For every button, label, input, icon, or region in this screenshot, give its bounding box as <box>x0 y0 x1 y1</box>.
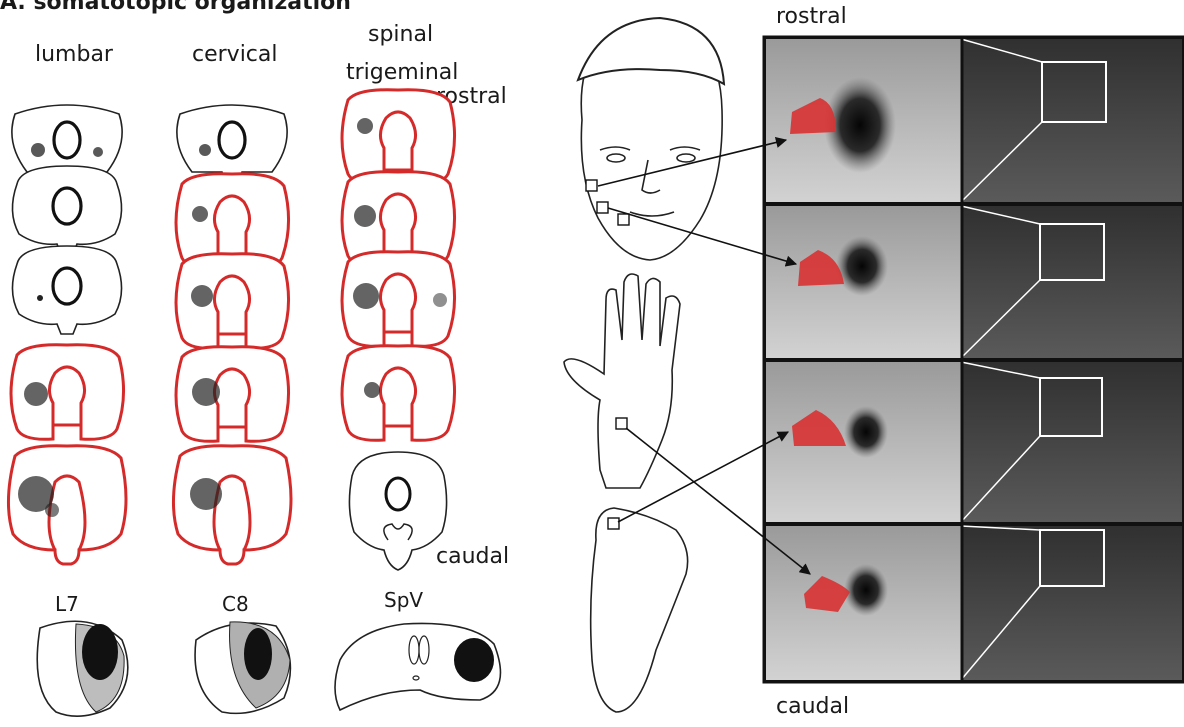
lumbar-section-3 <box>12 246 121 334</box>
l7-cross-section <box>37 621 128 716</box>
trigeminal-section-4 <box>342 346 455 441</box>
c8-cross-section <box>195 622 290 713</box>
hand-drawing <box>564 274 680 488</box>
mri-row-4 <box>766 526 1182 680</box>
lumbar-section-2 <box>12 166 121 254</box>
cervical-section-5 <box>173 446 291 564</box>
face-drawing <box>578 18 724 260</box>
foot-drawing <box>591 508 688 712</box>
spv-cross-section <box>335 623 500 710</box>
mri-row-1 <box>766 39 1182 202</box>
trigeminal-section-5 <box>349 452 446 570</box>
mri-row-3 <box>766 362 1182 522</box>
trigeminal-section-1 <box>342 90 455 185</box>
mri-row-2 <box>766 206 1182 358</box>
